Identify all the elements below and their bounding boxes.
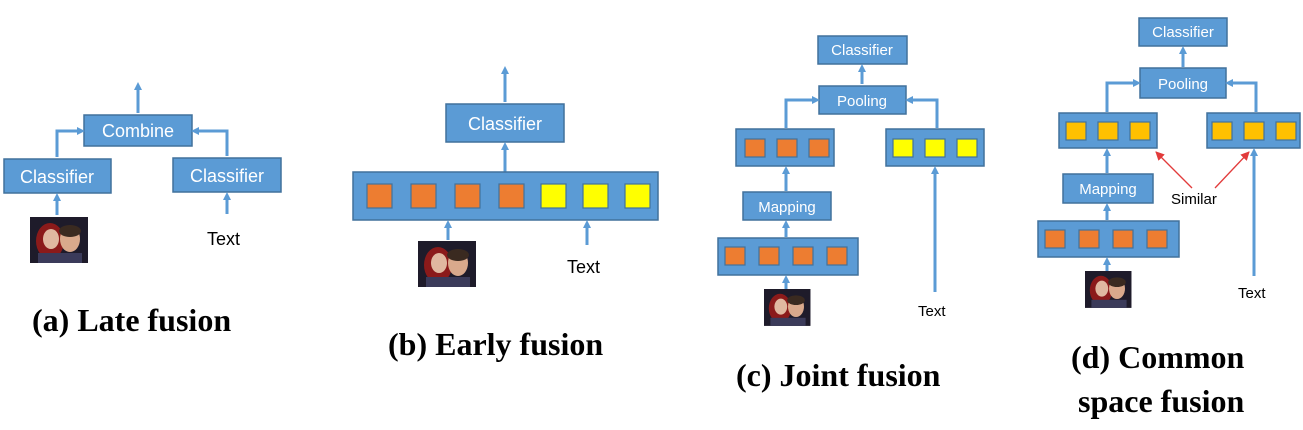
classifier-label-left: Classifier (20, 167, 94, 187)
image-feature-cell (454, 183, 481, 209)
caption-late-fusion: (a) Late fusion (32, 302, 231, 338)
panel-late-fusion: Combine Classifier Classifier Text (a) L… (3, 82, 282, 338)
image-feature-cell (366, 183, 393, 209)
image-feature-cell (1146, 229, 1168, 249)
image-feature-cell (744, 138, 766, 158)
similar-arrow-right (1214, 151, 1250, 189)
text-branch-to-pooling-arrow (905, 96, 939, 128)
image-branch-to-pooling-arrow (784, 96, 820, 128)
input-photo (764, 289, 811, 326)
input-photo (1085, 271, 1132, 308)
text-input-label: Text (918, 303, 946, 320)
panel-early-fusion: Classifier Text (b) Early fusion (352, 66, 659, 362)
classifier-label-right: Classifier (190, 166, 264, 186)
similar-arrow-left (1155, 151, 1193, 189)
image-feature-cell (792, 246, 814, 266)
caption-early-fusion: (b) Early fusion (388, 326, 603, 362)
input-photo (418, 241, 476, 287)
classifier-box (817, 35, 908, 65)
common-feature-cell (1243, 121, 1265, 141)
image-feature-cell (826, 246, 848, 266)
image-branch-to-pooling-arrow (1105, 79, 1141, 112)
mapping-box (1062, 173, 1154, 204)
image-feature-cell (410, 183, 437, 209)
image-feature-cell (1112, 229, 1134, 249)
classifier-label: Classifier (831, 42, 893, 59)
common-feature-cell (1211, 121, 1233, 141)
caption-common-space-line1: (d) Common (1071, 339, 1245, 375)
text-feature-cell (924, 138, 946, 158)
common-feature-cell (1275, 121, 1297, 141)
common-feature-cell (1129, 121, 1151, 141)
similar-label: Similar (1171, 191, 1217, 208)
image-feature-cell (808, 138, 830, 158)
common-feature-cell (1097, 121, 1119, 141)
text-feature-cell (956, 138, 978, 158)
panel-joint-fusion: Classifier Pooling Mapping Text (c) Join… (717, 35, 985, 393)
image-feature-cell (776, 138, 798, 158)
mapping-label: Mapping (1079, 181, 1137, 198)
input-photo (30, 217, 88, 263)
pooling-label: Pooling (837, 93, 887, 110)
pooling-box (818, 85, 907, 115)
text-feature-cell (582, 183, 609, 209)
text-feature-cell (540, 183, 567, 209)
combine-label: Combine (102, 121, 174, 141)
text-input-label: Text (1238, 285, 1266, 302)
classifier-label: Classifier (468, 114, 542, 134)
panel-common-space-fusion: Classifier Pooling Similar Mapping Text … (1037, 17, 1301, 419)
right-to-combine-arrow (191, 127, 229, 156)
text-feature-cell (624, 183, 651, 209)
mapping-label: Mapping (758, 199, 816, 216)
text-branch-to-pooling-arrow (1225, 79, 1258, 112)
image-feature-cell (724, 246, 746, 266)
text-input-label: Text (567, 257, 600, 277)
common-feature-cell (1065, 121, 1087, 141)
left-to-combine-arrow (55, 127, 85, 157)
classifier-box-left (3, 158, 112, 194)
caption-common-space-line2: space fusion (1078, 383, 1244, 419)
caption-joint-fusion: (c) Joint fusion (736, 357, 941, 393)
image-feature-cell (498, 183, 525, 209)
text-input-label: Text (207, 229, 240, 249)
pooling-label: Pooling (1158, 76, 1208, 93)
classifier-label: Classifier (1152, 24, 1214, 41)
text-feature-cell (892, 138, 914, 158)
image-feature-cell (758, 246, 780, 266)
image-feature-cell (1078, 229, 1100, 249)
image-feature-cell (1044, 229, 1066, 249)
